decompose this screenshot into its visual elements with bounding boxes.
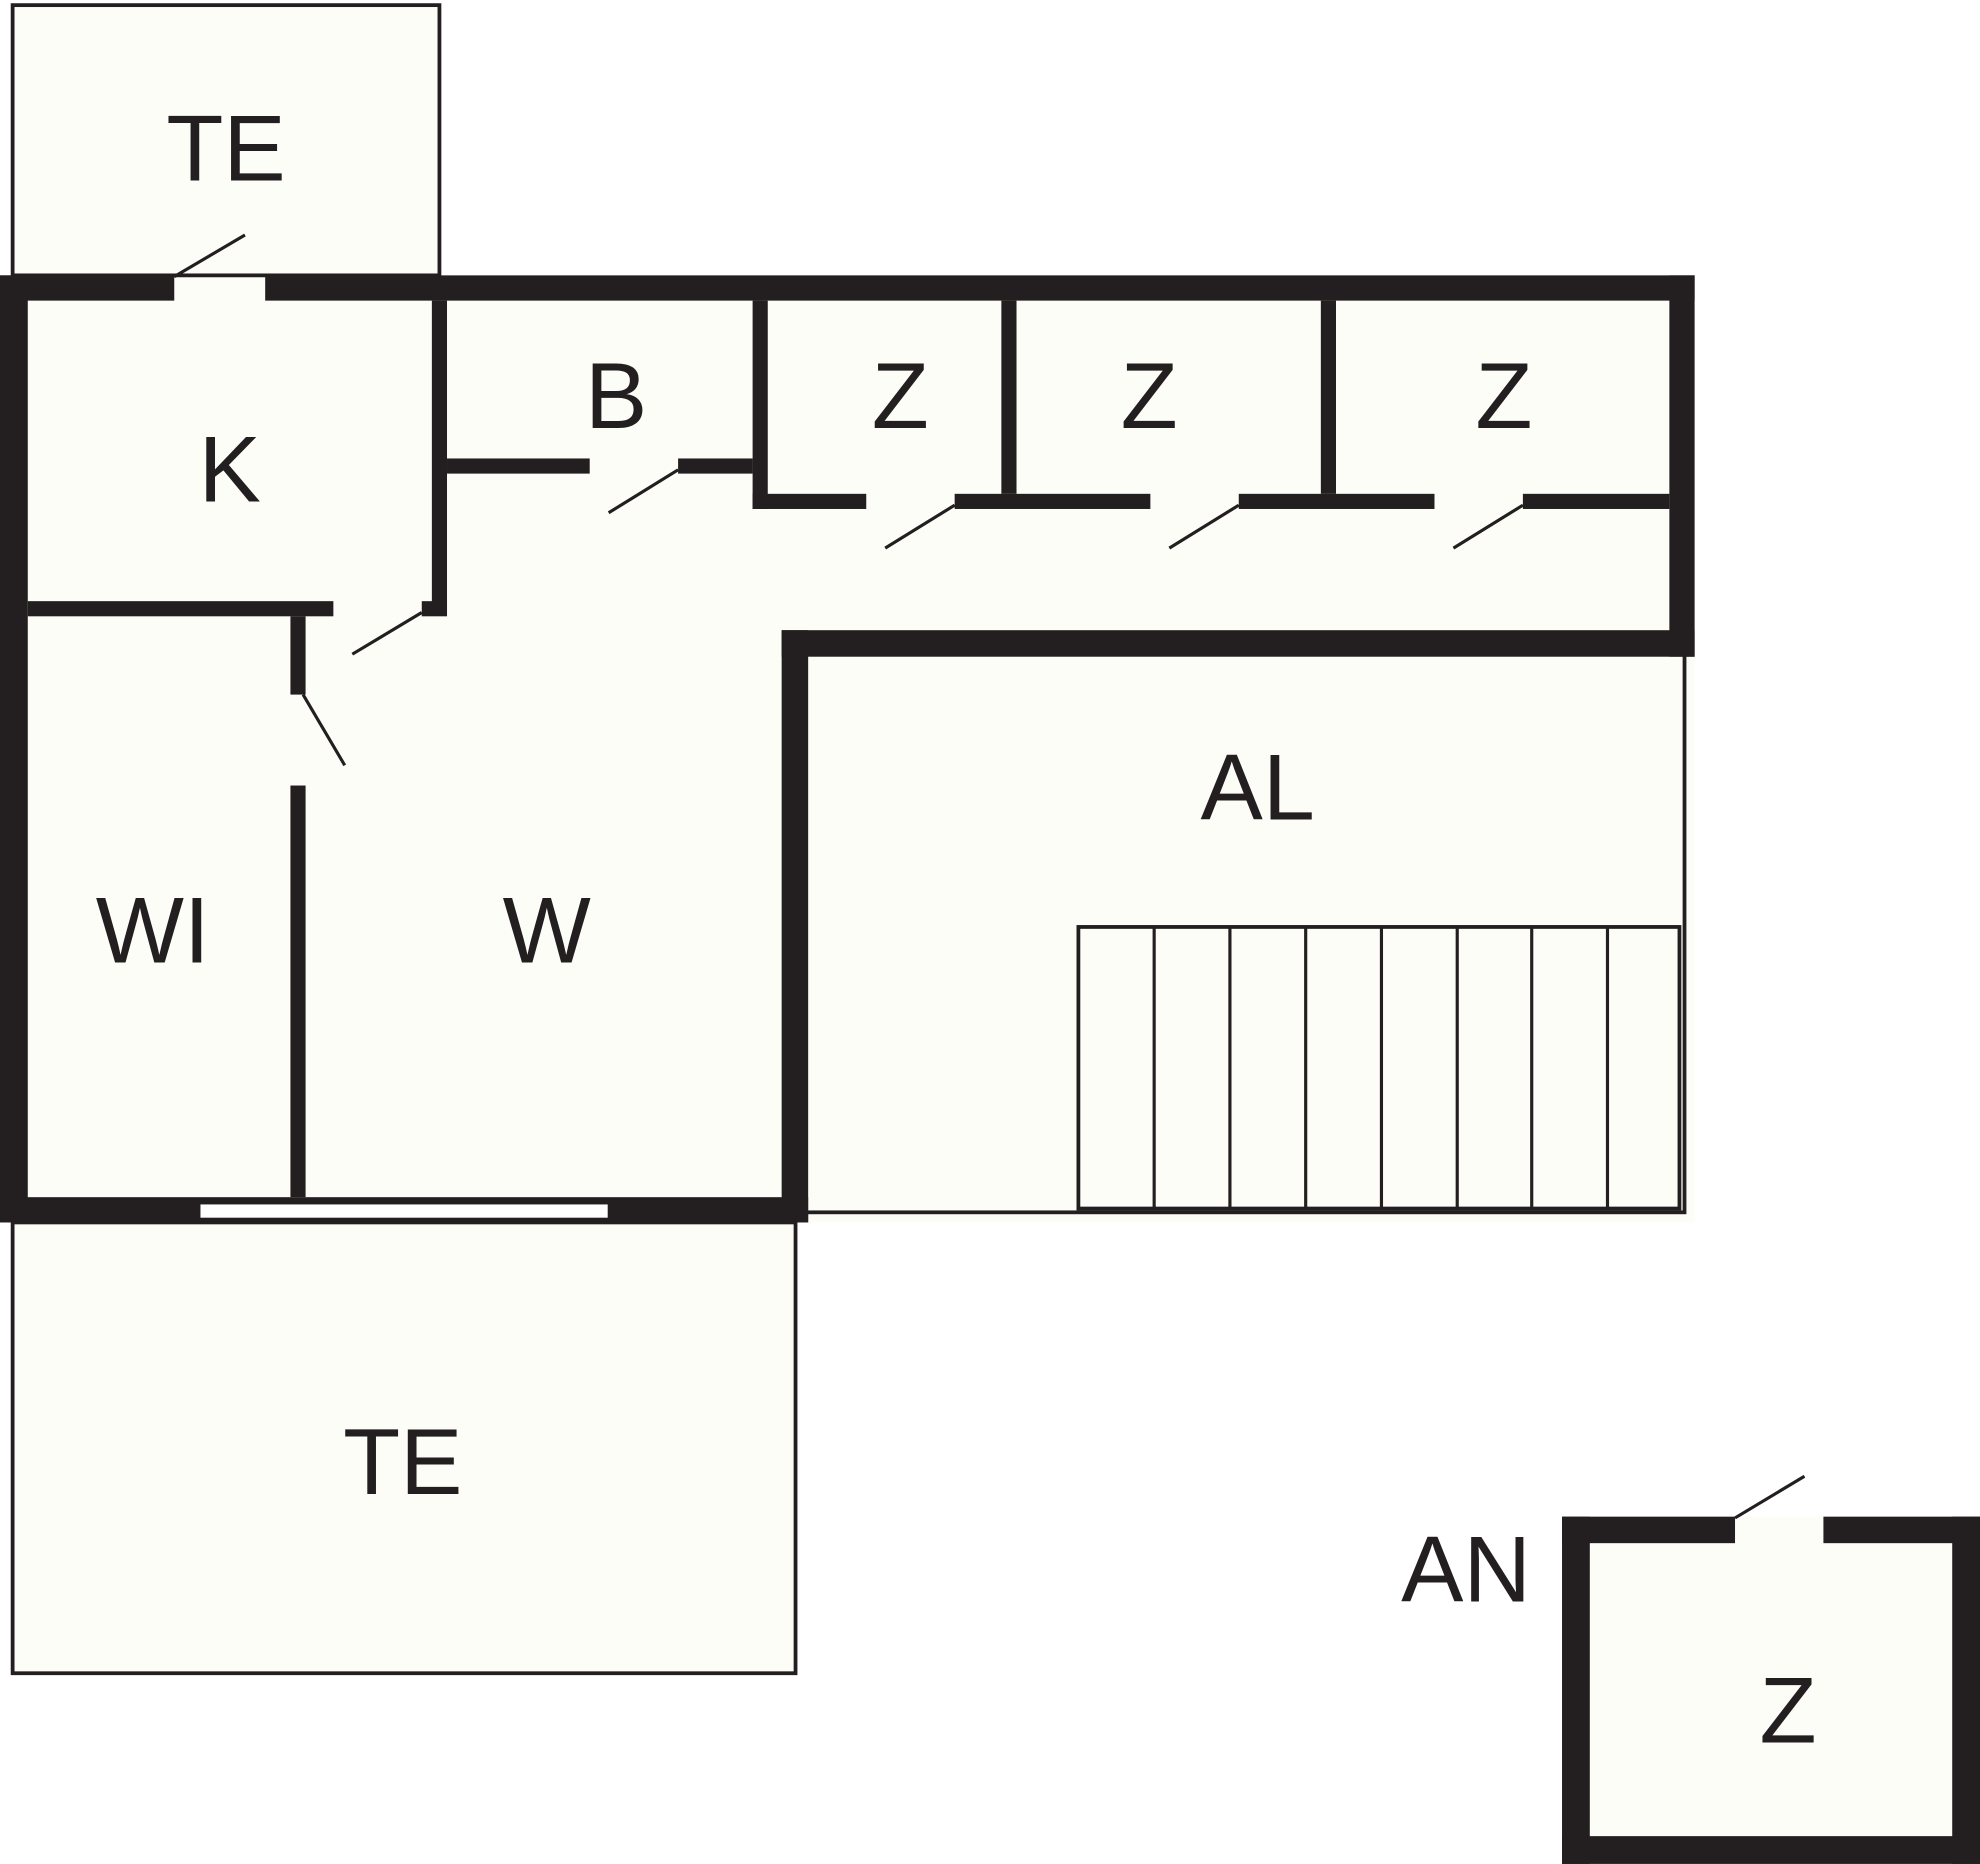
- terrace-top-outline: [10, 3, 442, 278]
- terrace-bottom-outline: [10, 1220, 798, 1676]
- room-label-terrace-bottom: TE: [343, 1409, 462, 1514]
- room-label-living: W: [503, 877, 591, 982]
- room-label-annex-bedroom: Z: [1760, 1658, 1817, 1763]
- room-label-bedroom-3: Z: [1475, 343, 1532, 448]
- room-label-kitchen: K: [199, 416, 261, 521]
- room-label-bathroom: B: [585, 343, 647, 448]
- room-label-annex: AN: [1401, 1516, 1531, 1621]
- floor-fills: [0, 5, 1980, 1864]
- room-label-bedroom-1: Z: [872, 343, 929, 448]
- walls: [0, 275, 1980, 1864]
- door-swings: [173, 233, 1806, 1520]
- stairs: [1076, 925, 1682, 1211]
- room-label-wi: WI: [96, 877, 210, 982]
- room-label-attic: AL: [1201, 735, 1315, 840]
- room-label-bedroom-2: Z: [1121, 343, 1178, 448]
- room-label-terrace-top: TE: [166, 96, 285, 201]
